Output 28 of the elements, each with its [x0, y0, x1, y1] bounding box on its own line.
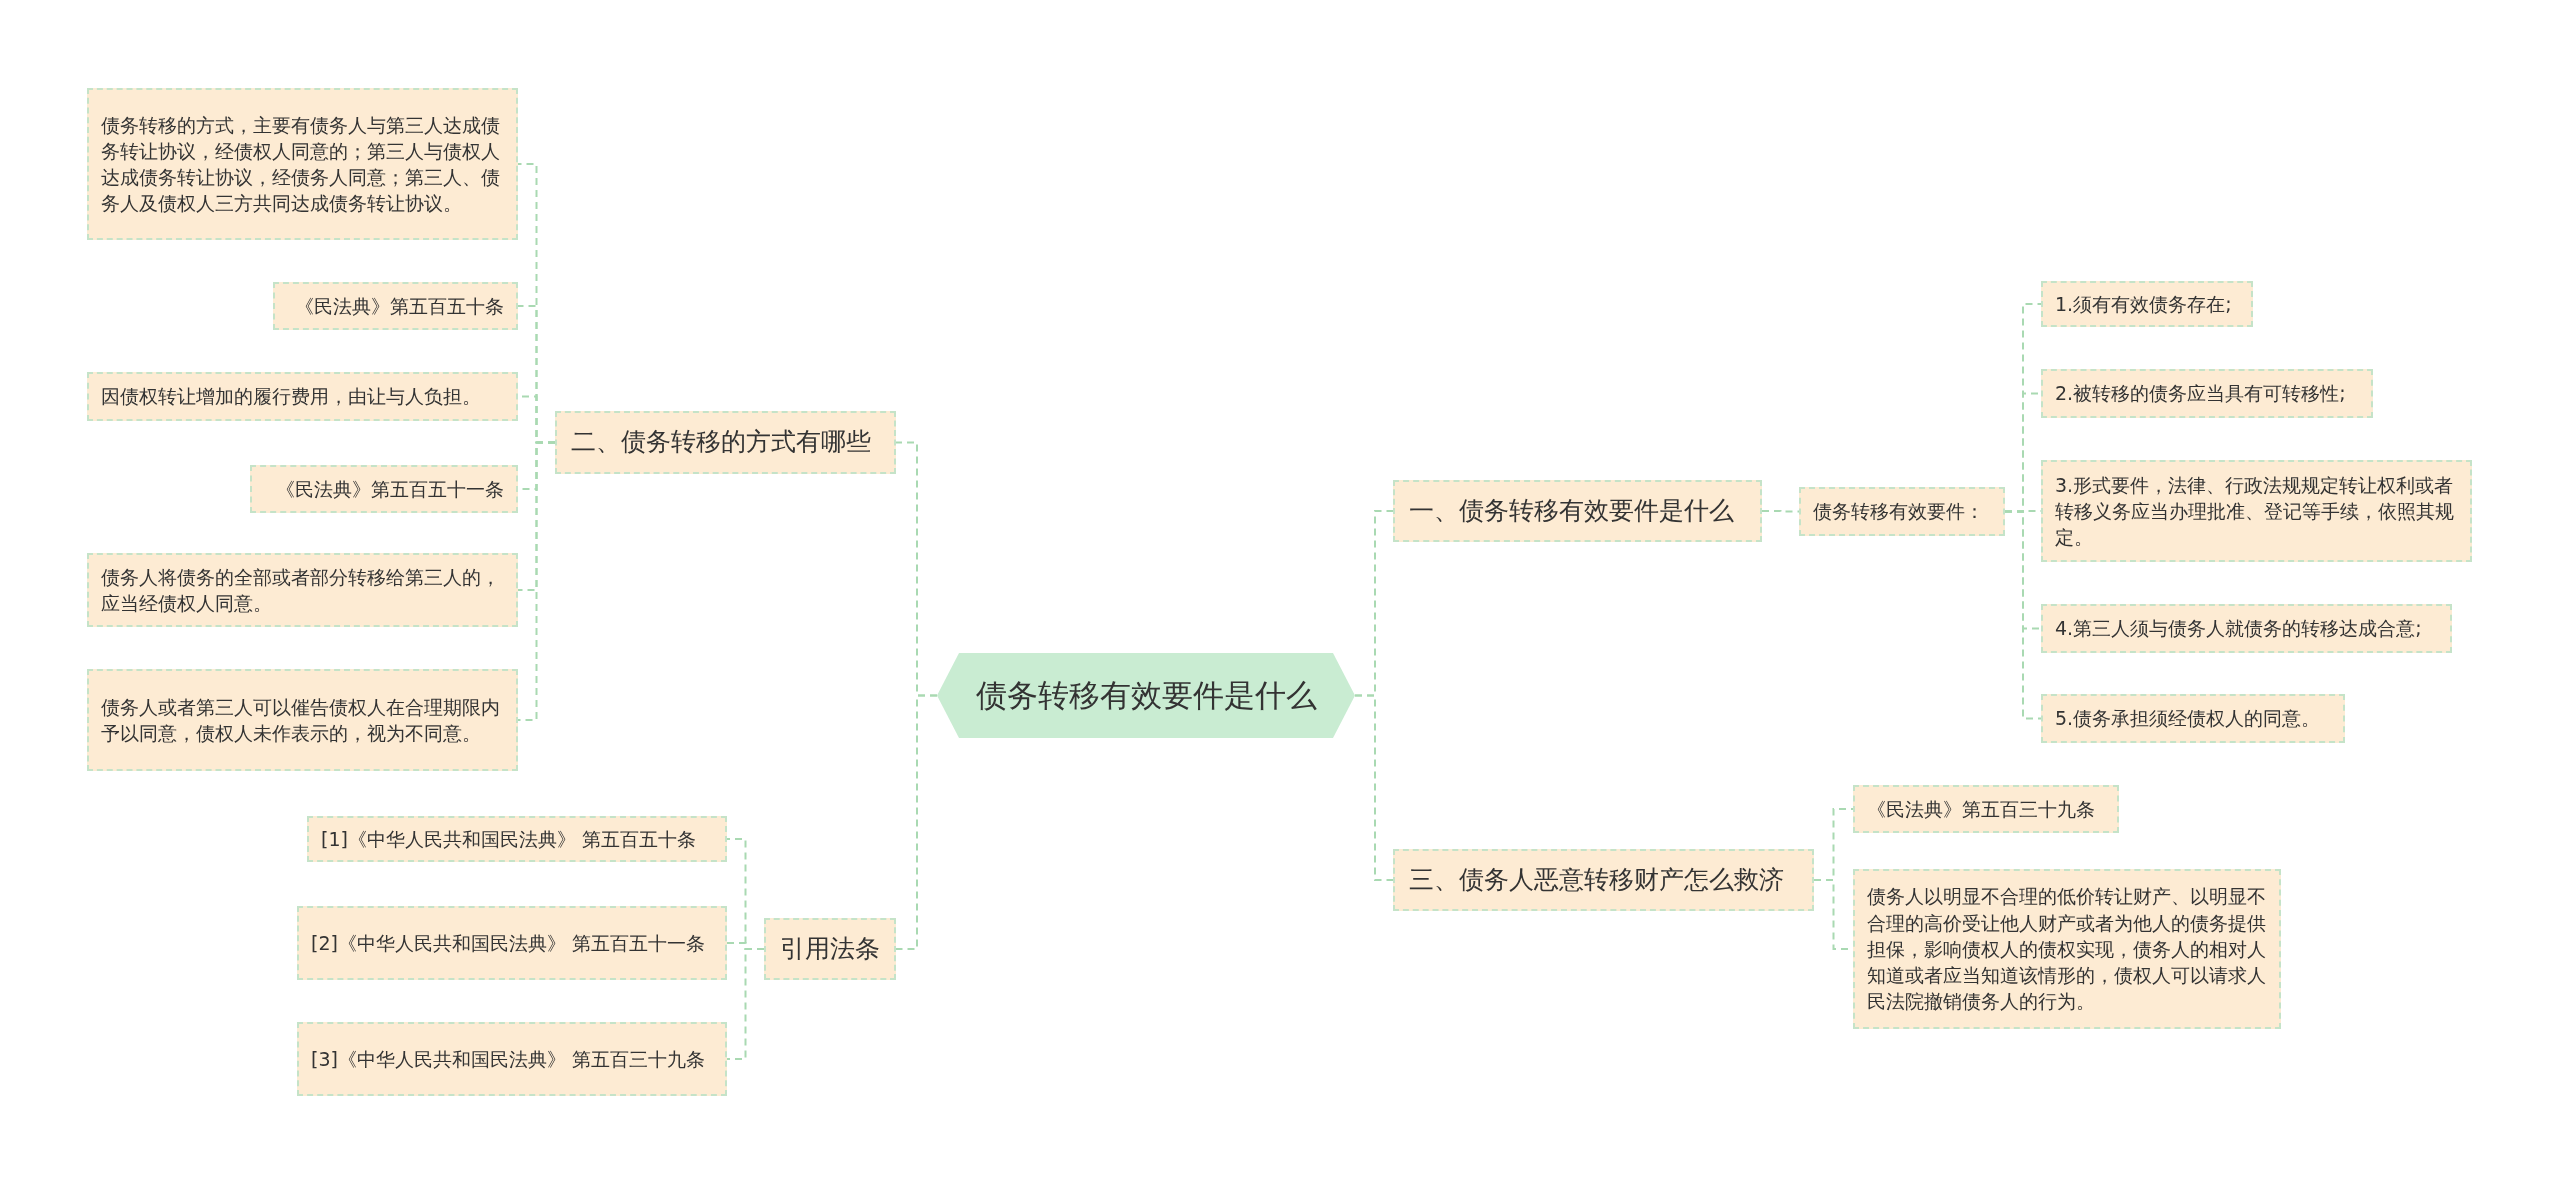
note-box: 债务转移的方式，主要有债务人与第三人达成债务转让协议，经债权人同意的；第三人与债权人达成债务转让协议，经债务人同意；第三人、债务人及债权人三方共同达成债务转让协议。: [87, 88, 518, 240]
note-box: 《民法典》第五百三十九条: [1853, 785, 2119, 833]
note-box: 债务人或者第三人可以催告债权人在合理期限内予以同意，债权人未作表示的，视为不同意。: [87, 669, 518, 771]
note-box: [2]《中华人民共和国民法典》 第五百五十一条: [297, 906, 727, 980]
note-box: 2.被转移的债务应当具有可转移性;: [2041, 369, 2373, 418]
note-box: 1.须有有效债务存在;: [2041, 281, 2253, 327]
topic-box: 引用法条: [764, 918, 896, 980]
central-topic-hexagon: 债务转移有效要件是什么: [937, 653, 1355, 738]
connector-line: [1354, 694, 1394, 881]
topic-box: 二、债务转移的方式有哪些: [555, 411, 896, 474]
note-box: 5.债务承担须经债权人的同意。: [2041, 694, 2345, 743]
note-box: 债务转移有效要件：: [1799, 487, 2005, 536]
note-box: 4.第三人须与债务人就债务的转移达成合意;: [2041, 604, 2452, 653]
note-box: [3]《中华人民共和国民法典》 第五百三十九条: [297, 1022, 727, 1096]
note-box: 债务人将债务的全部或者部分转移给第三人的，应当经债权人同意。: [87, 553, 518, 627]
connector-line: [895, 694, 938, 950]
connector-line: [1761, 510, 1800, 513]
topic-box: 一、债务转移有效要件是什么: [1393, 480, 1762, 542]
note-box: [1]《中华人民共和国民法典》 第五百五十条: [307, 816, 727, 862]
note-box: 因债权转让增加的履行费用，由让与人负担。: [87, 372, 518, 421]
connector-line: [726, 948, 765, 1060]
note-box: 债务人以明显不合理的低价转让财产、以明显不合理的高价受让他人财产或者为他人的债务提供担保，影响债权人的债权实现，债务人的相对人知道或者应当知道该情形的，债权人可以请求人民法院撤销债务人的行为。: [1853, 869, 2281, 1029]
connector-line: [2004, 510, 2042, 720]
note-box: 《民法典》第五百五十一条: [250, 465, 518, 513]
connector-line: [517, 441, 556, 721]
topic-box: 三、债务人恶意转移财产怎么救济: [1393, 849, 1814, 911]
note-box: 3.形式要件，法律、行政法规规定转让权利或者转移义务应当办理批准、登记等手续，依照其规定。: [2041, 460, 2472, 562]
note-box: 《民法典》第五百五十条: [273, 282, 518, 330]
